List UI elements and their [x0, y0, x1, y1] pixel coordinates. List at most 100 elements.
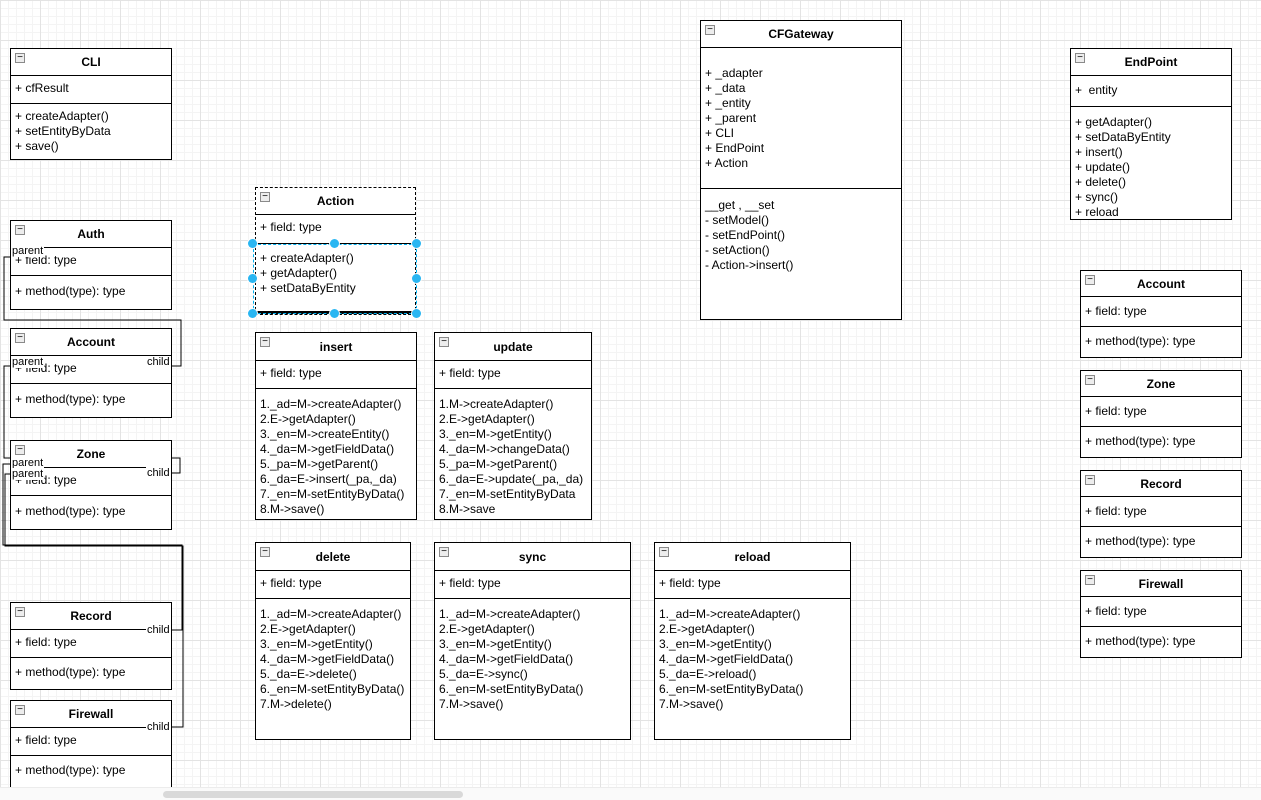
- class-header[interactable]: − CFGateway: [701, 21, 901, 48]
- selection-handle-w[interactable]: [248, 274, 257, 283]
- edge-label-parent[interactable]: parent: [11, 468, 45, 480]
- fields-section[interactable]: + field: type: [1081, 597, 1241, 627]
- class-zone-right[interactable]: − Zone + field: type + method(type): typ…: [1080, 370, 1242, 458]
- class-header[interactable]: − Account: [1081, 271, 1241, 297]
- collapse-icon[interactable]: −: [1075, 53, 1085, 63]
- fields-section[interactable]: + field: type: [11, 728, 171, 756]
- collapse-icon[interactable]: −: [439, 337, 449, 347]
- class-auth[interactable]: − Auth + field: type + method(type): typ…: [10, 220, 172, 310]
- fields-section[interactable]: + field: type: [11, 630, 171, 658]
- class-account-right[interactable]: − Account + field: type + method(type): …: [1080, 270, 1242, 358]
- fields-section[interactable]: + entity: [1071, 76, 1231, 107]
- fields-section[interactable]: + field: type: [1081, 397, 1241, 427]
- class-sync[interactable]: − sync + field: type 1._ad=M->createAdap…: [434, 542, 631, 740]
- class-header[interactable]: − Auth: [11, 221, 171, 248]
- fields-section[interactable]: + field: type: [256, 361, 416, 389]
- class-endpoint[interactable]: − EndPoint + entity + getAdapter()+ setD…: [1070, 48, 1232, 220]
- methods-section[interactable]: + method(type): type: [11, 756, 171, 787]
- methods-section[interactable]: + method(type): type: [11, 496, 171, 529]
- methods-section[interactable]: + method(type): type: [1081, 427, 1241, 457]
- class-cli[interactable]: − CLI + cfResult + createAdapter()+ setE…: [10, 48, 172, 160]
- class-header[interactable]: − reload: [655, 543, 850, 571]
- fields-section[interactable]: + _adapter+ _data+ _entity+ _parent+ CLI…: [701, 48, 901, 189]
- methods-section[interactable]: + getAdapter()+ setDataByEntity+ insert(…: [1071, 107, 1231, 219]
- class-action[interactable]: − Action + field: type + createAdapter()…: [255, 187, 416, 315]
- methods-section[interactable]: + method(type): type: [11, 384, 171, 417]
- collapse-icon[interactable]: −: [15, 445, 25, 455]
- collapse-icon[interactable]: −: [1085, 475, 1095, 485]
- selection-handle-se[interactable]: [412, 309, 421, 318]
- fields-section[interactable]: + field: type: [435, 571, 630, 599]
- horizontal-scrollbar[interactable]: [0, 787, 1261, 800]
- class-zone-left[interactable]: − Zone + field: type + method(type): typ…: [10, 440, 172, 530]
- methods-section[interactable]: 1._ad=M->createAdapter()2.E->getAdapter(…: [256, 599, 410, 739]
- class-reload[interactable]: − reload + field: type 1._ad=M->createAd…: [654, 542, 851, 740]
- methods-section[interactable]: 1.M->createAdapter()2.E->getAdapter()3._…: [435, 389, 591, 519]
- fields-section[interactable]: + field: type: [435, 361, 591, 389]
- methods-section[interactable]: + method(type): type: [1081, 627, 1241, 657]
- horizontal-scrollbar-thumb[interactable]: [163, 791, 463, 798]
- collapse-icon[interactable]: −: [1085, 375, 1095, 385]
- collapse-icon[interactable]: −: [705, 25, 715, 35]
- class-header[interactable]: − Firewall: [1081, 571, 1241, 597]
- selection-handle-nw[interactable]: [248, 239, 257, 248]
- class-delete[interactable]: − delete + field: type 1._ad=M->createAd…: [255, 542, 411, 740]
- class-header[interactable]: − Account: [11, 329, 171, 356]
- class-header[interactable]: − Record: [11, 603, 171, 630]
- collapse-icon[interactable]: −: [15, 53, 25, 63]
- class-header[interactable]: − Record: [1081, 471, 1241, 497]
- methods-section[interactable]: 1._ad=M->createAdapter()2.E->getAdapter(…: [655, 599, 850, 739]
- edge-label-parent[interactable]: parent: [11, 245, 45, 257]
- class-header[interactable]: − insert: [256, 333, 416, 361]
- collapse-icon[interactable]: −: [1085, 575, 1095, 585]
- collapse-icon[interactable]: −: [260, 547, 270, 557]
- class-header[interactable]: − sync: [435, 543, 630, 571]
- class-header[interactable]: − EndPoint: [1071, 49, 1231, 76]
- class-firewall-right[interactable]: − Firewall + field: type + method(type):…: [1080, 570, 1242, 658]
- edge-label-child[interactable]: child: [146, 624, 171, 636]
- collapse-icon[interactable]: −: [15, 225, 25, 235]
- methods-section[interactable]: + createAdapter()+ getAdapter()+ setData…: [256, 244, 415, 314]
- class-header[interactable]: − Action: [256, 188, 415, 215]
- selection-handle-e[interactable]: [412, 274, 421, 283]
- fields-section[interactable]: + field: type: [256, 571, 410, 599]
- class-header[interactable]: − Zone: [1081, 371, 1241, 397]
- class-update[interactable]: − update + field: type 1.M->createAdapte…: [434, 332, 592, 520]
- edge-label-parent[interactable]: parent: [11, 356, 45, 368]
- class-header[interactable]: − CLI: [11, 49, 171, 76]
- fields-section[interactable]: + field: type: [1081, 497, 1241, 527]
- class-record-right[interactable]: − Record + field: type + method(type): t…: [1080, 470, 1242, 558]
- collapse-icon[interactable]: −: [15, 705, 25, 715]
- methods-section[interactable]: + method(type): type: [1081, 327, 1241, 357]
- fields-section[interactable]: + field: type: [11, 468, 171, 496]
- selection-handle-s[interactable]: [330, 309, 339, 318]
- selection-handle-ne[interactable]: [412, 239, 421, 248]
- class-header[interactable]: − Firewall: [11, 701, 171, 728]
- class-header[interactable]: − Zone: [11, 441, 171, 468]
- selection-handle-sw[interactable]: [248, 309, 257, 318]
- methods-section[interactable]: 1._ad=M->createAdapter()2.E->getAdapter(…: [435, 599, 630, 739]
- methods-section[interactable]: + createAdapter()+ setEntityByData+ save…: [11, 104, 171, 159]
- class-firewall-left[interactable]: − Firewall + field: type + method(type):…: [10, 700, 172, 788]
- methods-section[interactable]: __get , __set- setModel()- setEndPoint()…: [701, 189, 901, 319]
- class-account-left[interactable]: − Account + field: type + method(type): …: [10, 328, 172, 418]
- collapse-icon[interactable]: −: [15, 607, 25, 617]
- selection-handle-n[interactable]: [330, 239, 339, 248]
- fields-section[interactable]: + field: type: [655, 571, 850, 599]
- fields-section[interactable]: + cfResult: [11, 76, 171, 104]
- class-header[interactable]: − delete: [256, 543, 410, 571]
- class-cfgateway[interactable]: − CFGateway + _adapter+ _data+ _entity+ …: [700, 20, 902, 320]
- class-header[interactable]: − update: [435, 333, 591, 361]
- methods-section[interactable]: 1._ad=M->createAdapter()2.E->getAdapter(…: [256, 389, 416, 519]
- class-insert[interactable]: − insert + field: type 1._ad=M->createAd…: [255, 332, 417, 520]
- collapse-icon[interactable]: −: [439, 547, 449, 557]
- collapse-icon[interactable]: −: [659, 547, 669, 557]
- methods-section[interactable]: + method(type): type: [1081, 527, 1241, 557]
- edge-label-child[interactable]: child: [146, 721, 171, 733]
- edge-label-child[interactable]: child: [146, 356, 171, 368]
- collapse-icon[interactable]: −: [260, 337, 270, 347]
- fields-section[interactable]: + field: type: [1081, 297, 1241, 327]
- collapse-icon[interactable]: −: [260, 192, 270, 202]
- edge-label-child[interactable]: child: [146, 467, 171, 479]
